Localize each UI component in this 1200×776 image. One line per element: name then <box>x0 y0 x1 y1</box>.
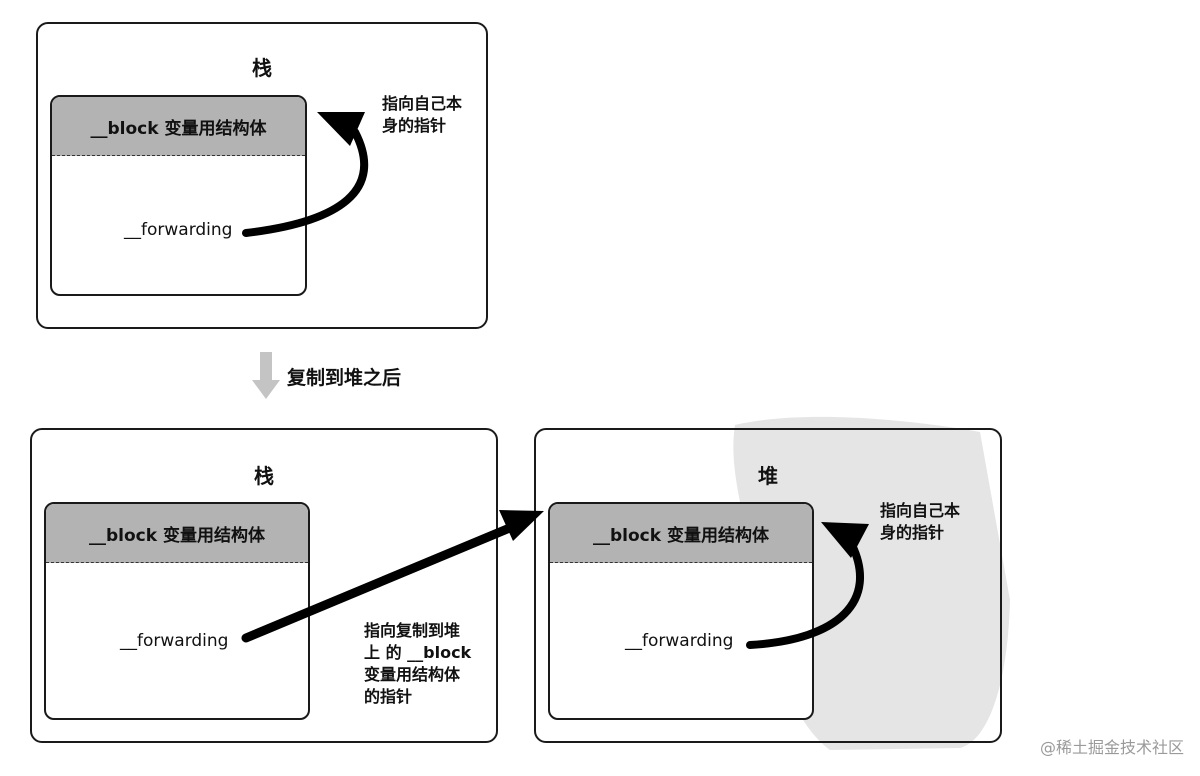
bottom-stack-block-struct: __block 变量用结构体 <box>44 502 310 720</box>
bottom-stack-forwarding-label: __forwarding <box>120 631 229 651</box>
heap-self-pointer-note: 指向自己本 身的指针 <box>880 501 961 542</box>
top-stack-title: 栈 <box>252 56 272 80</box>
transition-caption: 复制到堆之后 <box>287 367 402 389</box>
heap-struct-header: __block 变量用结构体 <box>550 504 812 563</box>
bottom-stack-title: 栈 <box>254 464 274 488</box>
copy-pointer-note: 指向复制到堆 上 的 __block 变量用结构体 的指针 <box>364 621 472 706</box>
top-forwarding-label: __forwarding <box>124 220 233 240</box>
bottom-stack-struct-header: __block 变量用结构体 <box>46 504 308 563</box>
heap-forwarding-label: __forwarding <box>625 631 734 651</box>
heap-block-struct: __block 变量用结构体 <box>548 502 814 720</box>
watermark-label: @稀土掘金技术社区 <box>1039 738 1184 757</box>
bottom-heap-frame: 堆 <box>534 428 1002 743</box>
top-block-struct: __block 变量用结构体 <box>50 95 307 296</box>
bottom-heap-title: 堆 <box>758 464 778 488</box>
top-struct-header: __block 变量用结构体 <box>52 97 305 156</box>
top-self-pointer-note: 指向自己本 身的指针 <box>382 94 463 135</box>
